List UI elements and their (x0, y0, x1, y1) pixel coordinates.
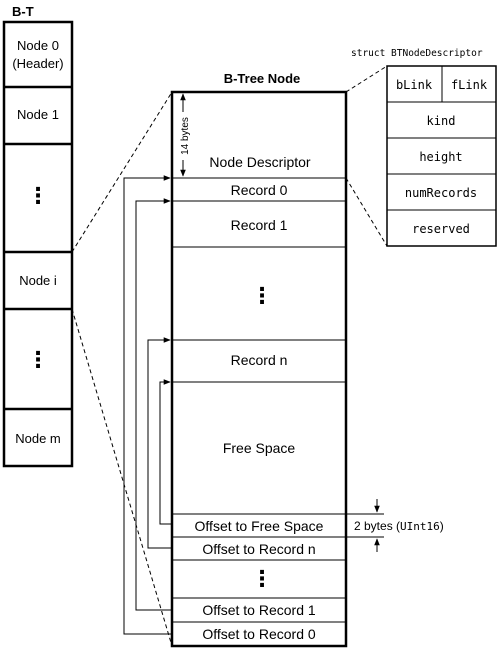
offset-size-label: 2 bytes (UInt16) (354, 519, 444, 533)
struct-title: struct BTNodeDescriptor (351, 48, 483, 59)
node-ellipsis-top: ⋮ (27, 183, 49, 208)
record-ellipsis: ⋮ (251, 283, 273, 308)
offset-record-n-label: Offset to Record n (202, 541, 315, 557)
node-i-label: Node i (19, 273, 57, 288)
offset-arrow-free-space (159, 379, 172, 525)
field-reserved: reserved (412, 222, 470, 236)
field-flink: fLink (451, 78, 488, 92)
btree-file-title: B-T (12, 4, 34, 19)
offset-arrow-record-0 (123, 175, 172, 635)
struct-box (386, 65, 497, 247)
field-blink: bLink (396, 78, 433, 92)
expand-line-top (71, 91, 173, 253)
field-kind: kind (427, 114, 456, 128)
btree-node-title: B-Tree Node (224, 71, 301, 86)
record-n-label: Record n (231, 352, 288, 368)
record-0-label: Record 0 (231, 182, 288, 198)
node-0-label: Node 0 (17, 38, 59, 53)
offset-record-0-label: Offset to Record 0 (202, 626, 316, 642)
btree-node-box (170, 90, 348, 648)
descriptor-size-label: 14 bytes (180, 117, 191, 155)
node-0-header-label: (Header) (12, 56, 63, 71)
free-space-label: Free Space (223, 440, 296, 456)
struct-expand-top (345, 65, 388, 93)
offset-record-1-label: Offset to Record 1 (202, 602, 316, 618)
field-numrecords: numRecords (405, 186, 477, 200)
node-1-label: Node 1 (17, 107, 59, 122)
offset-ellipsis: ⋮ (251, 566, 273, 591)
node-descriptor-label: Node Descriptor (209, 154, 310, 170)
field-height: height (419, 150, 462, 164)
node-m-label: Node m (15, 431, 61, 446)
struct-expand-bottom (345, 177, 388, 247)
offset-free-space-label: Offset to Free Space (195, 518, 324, 534)
offset-arrow-record-1 (135, 198, 172, 611)
node-ellipsis-bottom: ⋮ (27, 347, 49, 372)
btree-file-column (2, 20, 74, 468)
expand-line-bottom (71, 308, 173, 647)
record-1-label: Record 1 (231, 217, 288, 233)
offset-arrow-record-n (147, 337, 172, 549)
